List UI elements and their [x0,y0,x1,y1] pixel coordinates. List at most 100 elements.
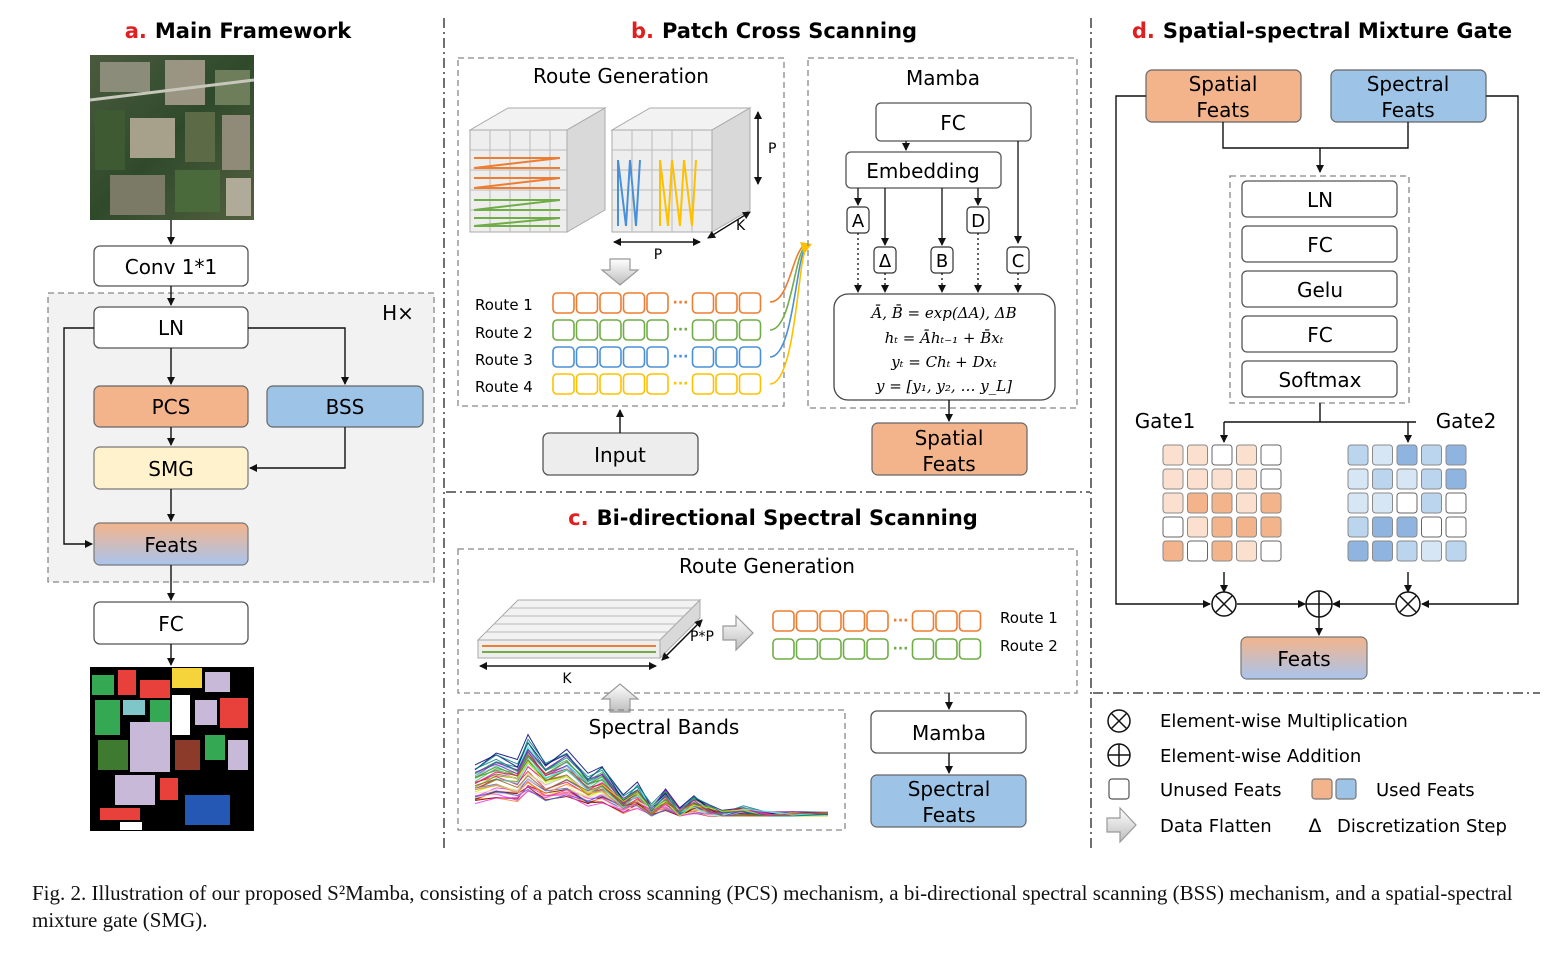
sum-add-icon [1305,590,1333,618]
smg-feats-label: Feats [1277,647,1330,671]
embedding-box [845,151,1002,189]
pcs-route-4: ··· [552,373,762,395]
bss-route-1: ··· [772,610,982,632]
spectral-curve [474,741,829,817]
route-cell [842,638,866,660]
legend-unused-label: Unused Feats [1160,780,1282,801]
gate1-label: Gate1 [1135,409,1196,433]
route-cell [795,638,819,660]
gate-cell [1260,468,1282,490]
mamba-fc-box [875,102,1032,142]
route-cell [795,610,819,632]
gate-layer-label: Softmax [1278,368,1361,392]
route-cell [622,292,646,314]
gate-cell [1372,444,1393,466]
gate-cell [1372,540,1393,562]
gate-cell [1211,492,1233,514]
separators [443,18,1540,850]
legend-flatten-label: Data Flatten [1160,816,1272,837]
route-cell [866,638,889,660]
gate-cell [1372,468,1393,490]
param-delta-label: Δ [879,251,892,272]
gate-cell [1372,492,1393,514]
smg-label: SMG [148,457,193,481]
gate-layer-label: LN [1307,188,1333,212]
gate-cell [1396,468,1418,490]
spectral-curve [474,759,829,817]
route-ellipsis: ··· [893,641,909,657]
feats-label: Feats [144,533,197,557]
gate-cell [1347,540,1369,562]
gate-cell [1445,540,1467,562]
gate-cell [1445,516,1467,538]
gate-cell [1187,492,1208,514]
route-cell [691,292,715,314]
gate-cell [1211,444,1233,466]
legend-flatten-icon [1106,806,1137,844]
gate-cell [1396,444,1418,466]
gate-cell [1211,540,1233,562]
gate-cell [1445,492,1467,514]
gate2-grid [1347,444,1467,562]
figure-caption: Fig. 2. Illustration of our proposed S²M… [32,881,1513,932]
pcs-route-1: ··· [552,292,762,314]
route-cell [738,319,762,341]
gate-cell [1421,444,1442,466]
gate-layer-label: FC [1307,233,1332,257]
gate-cell [1260,492,1282,514]
gate1-grid [1162,444,1282,562]
route-cell [599,373,622,395]
p-label-vertical: P [768,141,776,157]
param-c-label: C [1012,251,1025,272]
route-cell [691,346,715,368]
gate-cell [1260,444,1282,466]
route-cell [715,292,738,314]
bss-mamba-label: Mamba [912,721,986,745]
route-cell [599,319,622,341]
panel-b: Route Generation [457,57,1078,476]
gate-cell [1211,468,1233,490]
classification-map [90,667,254,831]
gate-cell [1236,492,1257,514]
gate-cell [1187,516,1208,538]
bss-spectral-feats-box [870,774,1027,828]
route-cell [738,292,762,314]
route-cell [715,373,738,395]
panel-b-title: b.Patch Cross Scanning [631,19,917,43]
fc-label: FC [158,612,183,636]
spectral-slab [476,598,702,660]
route-cell [575,373,599,395]
route-ellipsis: ··· [673,295,689,311]
p-label-horizontal: P [654,247,662,263]
legend-discretization-label: Discretization Step [1337,816,1507,837]
smg-feats-box [1240,636,1368,680]
route-cell [552,346,575,368]
legend-used-orange-swatch [1311,778,1333,800]
ln-label: LN [158,316,184,340]
param-b-label: B [936,251,948,272]
gate-cell [1421,468,1442,490]
bands-flatten-arrow-up [600,683,640,713]
gate-cell [1421,516,1442,538]
flatten-arrow-down [600,258,640,286]
route-cell [772,638,795,660]
panel-c-title: c.Bi-directional Spectral Scanning [568,506,978,530]
gate-cell [1396,540,1418,562]
gate-cell [1421,492,1442,514]
route-cell [819,638,842,660]
gate-cell [1260,540,1282,562]
route-cell [958,638,982,660]
pcs-label: PCS [152,395,191,419]
spectral-bands-label: Spectral Bands [589,715,740,739]
mamba-fc-label: FC [940,111,965,135]
legend-add-icon [1107,743,1131,767]
route-cell [738,373,762,395]
gate-layer-box [1241,360,1398,398]
pcs-route-3: ··· [552,346,762,368]
gate-cell [1187,540,1208,562]
bss-route-sequences: ··· ··· [772,610,982,660]
